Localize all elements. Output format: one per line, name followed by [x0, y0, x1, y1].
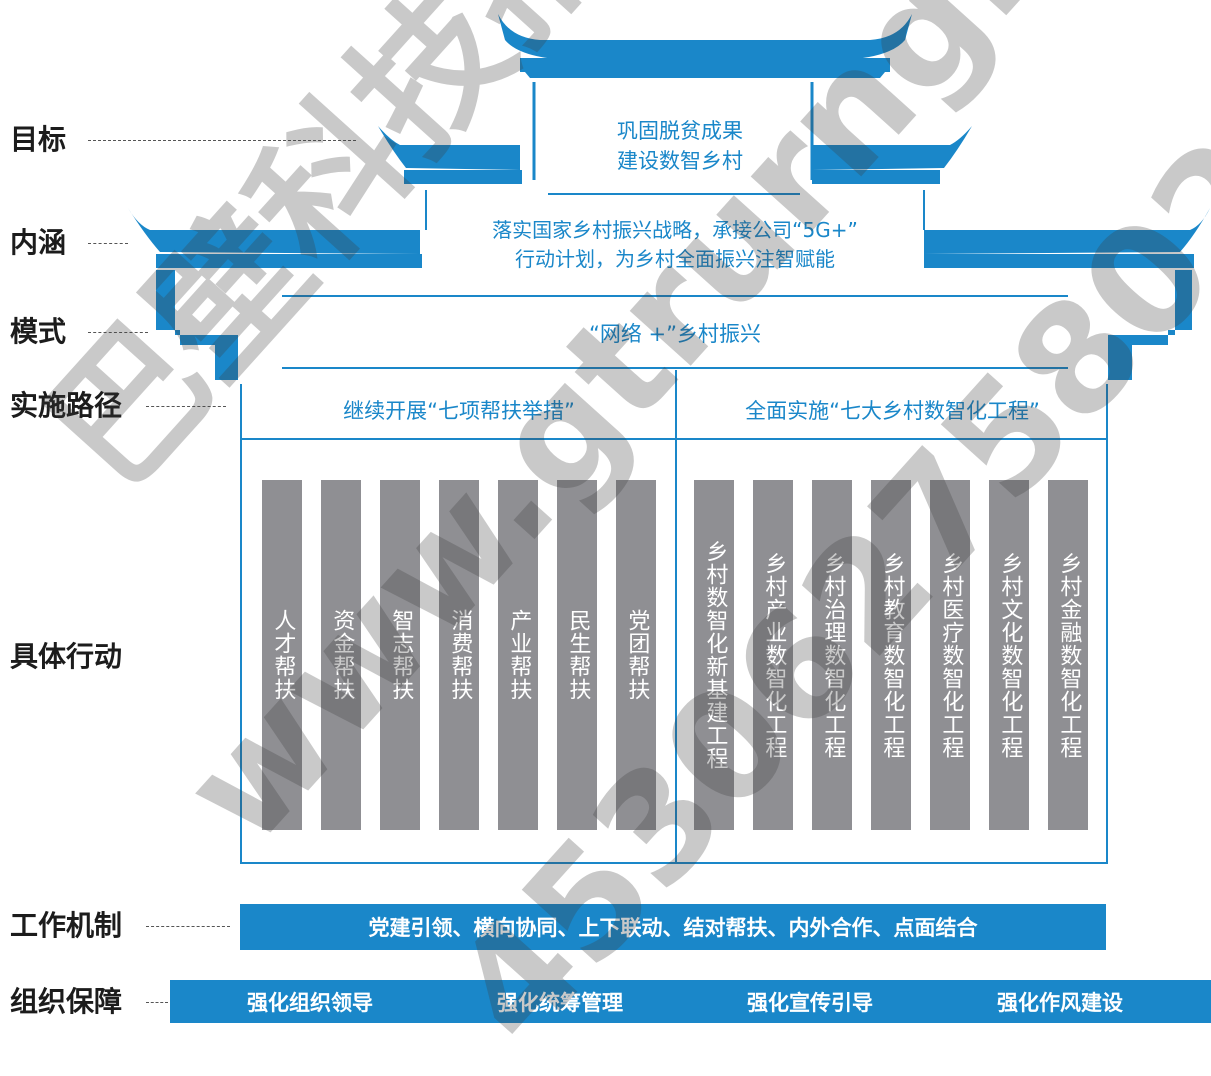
path-right: 全面实施“七大乡村数智化工程” — [745, 399, 1040, 423]
frame-right-border — [1106, 384, 1108, 864]
project-bar: 乡村医疗数智化工程 — [930, 480, 970, 830]
project-label: 乡村产业数智化工程 — [761, 551, 787, 759]
action-label: 智志帮扶 — [388, 609, 414, 701]
project-bar: 乡村金融数智化工程 — [1048, 480, 1088, 830]
label-guarantee: 组织保障 — [10, 985, 123, 1018]
project-label: 乡村数智化新基建工程 — [702, 540, 728, 770]
action-label: 党团帮扶 — [624, 609, 650, 701]
guarantee-item: 强化组织领导 — [247, 990, 373, 1015]
guarantee-item: 强化统筹管理 — [497, 990, 623, 1015]
project-bar: 乡村产业数智化工程 — [753, 480, 793, 830]
action-bar: 消费帮扶 — [439, 480, 479, 830]
mechanism-text: 党建引领、横向协同、上下联动、结对帮扶、内外合作、点面结合 — [368, 916, 978, 940]
guarantee-item: 强化宣传引导 — [747, 990, 873, 1015]
connotation-text: 落实国家乡村振兴战略，承接公司“5G+” 行动计划，为乡村全面振兴注智赋能 — [430, 216, 920, 274]
divider-mode — [88, 332, 148, 333]
project-bar: 乡村文化数智化工程 — [989, 480, 1029, 830]
divider-goal — [88, 140, 356, 141]
goal-text: 巩固脱贫成果 建设数智乡村 — [560, 116, 800, 176]
roof-illustration — [128, 14, 1210, 380]
project-label: 乡村金融数智化工程 — [1056, 551, 1082, 759]
path-left: 继续开展“七项帮扶举措” — [343, 399, 575, 423]
divider-mechanism — [146, 926, 230, 927]
action-label: 民生帮扶 — [565, 609, 591, 701]
action-label: 消费帮扶 — [447, 609, 473, 701]
project-label: 乡村教育数智化工程 — [879, 551, 905, 759]
label-mechanism: 工作机制 — [10, 909, 123, 942]
action-bar: 民生帮扶 — [557, 480, 597, 830]
action-bar: 党团帮扶 — [616, 480, 656, 830]
guarantee-bar: 强化组织领导 强化统筹管理 强化宣传引导 强化作风建设 — [170, 980, 1211, 1023]
action-label: 产业帮扶 — [506, 609, 532, 701]
divider-path — [146, 406, 226, 407]
frame-header-divider — [240, 438, 1108, 440]
label-mode: 模式 — [10, 315, 67, 348]
label-actions: 具体行动 — [10, 640, 123, 673]
frame-center-divider — [675, 370, 677, 864]
label-connotation: 内涵 — [10, 226, 67, 259]
label-goal: 目标 — [10, 123, 67, 156]
label-path: 实施路径 — [10, 389, 123, 422]
guarantee-item: 强化作风建设 — [997, 990, 1123, 1015]
mode-text: “网络 +”乡村振兴 — [588, 322, 762, 346]
project-label: 乡村文化数智化工程 — [997, 551, 1023, 759]
project-bar: 乡村数智化新基建工程 — [694, 480, 734, 830]
frame-bottom-border — [240, 862, 1108, 864]
project-label: 乡村医疗数智化工程 — [938, 551, 964, 759]
action-bar: 智志帮扶 — [380, 480, 420, 830]
connotation-line-2: 行动计划，为乡村全面振兴注智赋能 — [515, 247, 835, 271]
project-bar: 乡村治理数智化工程 — [812, 480, 852, 830]
action-bar: 人才帮扶 — [262, 480, 302, 830]
mechanism-bar: 党建引领、横向协同、上下联动、结对帮扶、内外合作、点面结合 — [240, 904, 1106, 950]
action-bar: 产业帮扶 — [498, 480, 538, 830]
divider-connotation — [88, 243, 128, 244]
action-label: 资金帮扶 — [329, 609, 355, 701]
action-bar: 资金帮扶 — [321, 480, 361, 830]
goal-line-1: 巩固脱贫成果 — [617, 119, 743, 143]
project-label: 乡村治理数智化工程 — [820, 551, 846, 759]
goal-line-2: 建设数智乡村 — [617, 149, 743, 173]
project-bar: 乡村教育数智化工程 — [871, 480, 911, 830]
connotation-line-1: 落实国家乡村振兴战略，承接公司“5G+” — [492, 218, 858, 242]
divider-guarantee — [146, 1002, 168, 1003]
action-label: 人才帮扶 — [270, 609, 296, 701]
frame-left-border — [240, 384, 242, 864]
